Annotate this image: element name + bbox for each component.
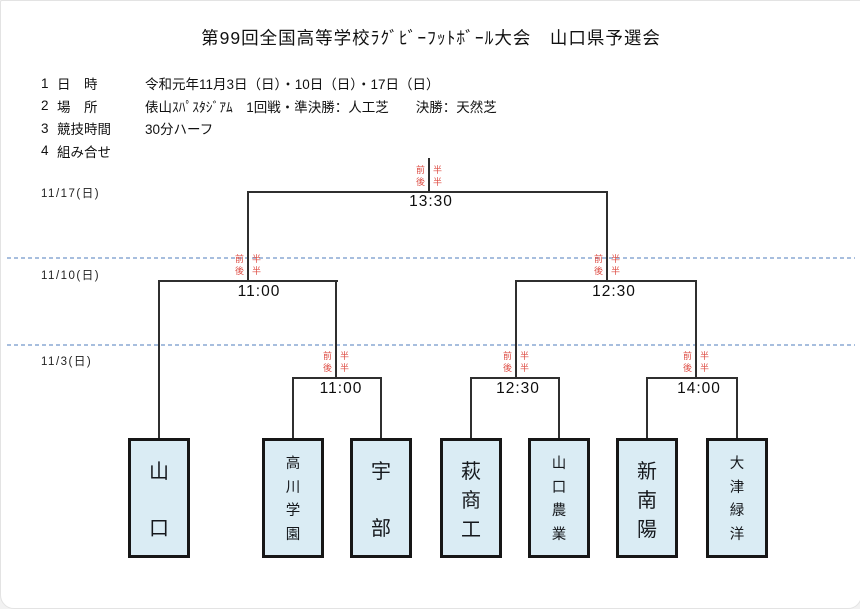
half-half: 半	[252, 254, 262, 264]
bracket-line	[292, 377, 294, 440]
info-block: 1 日 時 令和元年11月3日（日）・10日（日）・17日（日） 2 場 所 俵…	[41, 72, 497, 162]
info-number: 1	[41, 75, 49, 91]
half-back: 後	[502, 363, 512, 373]
half-front: 前	[322, 351, 332, 361]
match-time-match3: 14:00	[677, 380, 721, 397]
team-name: 新南陽	[637, 461, 657, 541]
info-text: 俵山ｽﾊﾟｽﾀｼﾞｱﾑ 1回戦・準決勝：人工芝 決勝：天然芝	[145, 99, 497, 115]
bracket-line	[736, 377, 738, 440]
info-label: 競技時間	[57, 122, 111, 138]
team-box: 大津緑洋	[706, 438, 768, 558]
round-divider-line	[7, 257, 855, 259]
half-half: 半	[520, 351, 530, 361]
half-half: 半	[340, 351, 350, 361]
bracket-line	[695, 280, 697, 379]
info-text: 30分ハーフ	[145, 122, 214, 138]
half-indicator-match3: 前半後半	[683, 351, 709, 374]
half-indicator-match2: 前半後半	[503, 351, 529, 374]
bracket-line	[646, 377, 648, 440]
half-back: 後	[682, 363, 692, 373]
info-label: 場 所	[57, 99, 98, 115]
round-divider-line	[7, 344, 855, 346]
round-date-semifinal: 11/10(日)	[41, 270, 101, 282]
bracket-line	[515, 280, 517, 379]
team-name: 宇部	[371, 461, 391, 540]
bracket-line	[606, 191, 608, 282]
half-back: 後	[415, 177, 425, 187]
info-number: 4	[41, 143, 49, 159]
info-line-date: 1 日 時 令和元年11月3日（日）・10日（日）・17日（日）	[41, 72, 497, 95]
half-half: 半	[340, 363, 350, 373]
bracket-line	[380, 377, 382, 440]
bracket-line-final-top	[428, 158, 430, 192]
half-indicator-semi-left: 前半後半	[235, 254, 261, 277]
info-number: 2	[41, 98, 49, 114]
half-front: 前	[502, 351, 512, 361]
half-back: 後	[234, 266, 244, 276]
info-label: 日 時	[57, 77, 98, 93]
team-name: 萩商工	[461, 461, 481, 541]
half-half: 半	[611, 266, 621, 276]
tournament-title: 第99回全国高等学校ﾗｸﾞﾋﾞｰﾌｯﾄﾎﾞｰﾙ大会 山口県予選会	[201, 28, 661, 48]
match-time-match2: 12:30	[496, 380, 540, 397]
team-box: 高川学園	[262, 438, 324, 558]
half-back: 後	[322, 363, 332, 373]
team-box: 新南陽	[616, 438, 678, 558]
half-half: 半	[433, 165, 443, 175]
team-name: 山口	[149, 461, 169, 540]
bracket-line-match2	[470, 377, 560, 379]
half-indicator-match1: 前半後半	[323, 351, 349, 374]
match-time-match1: 11:00	[319, 380, 363, 397]
match-time-semi-left: 11:00	[237, 283, 281, 300]
half-indicator-final: 前半後半	[416, 165, 442, 188]
half-half: 半	[611, 254, 621, 264]
team-box: 山口農業	[528, 438, 590, 558]
team-name: 山口農業	[551, 456, 567, 543]
bracket-line-semifinal-left	[158, 280, 338, 282]
bracket-line	[470, 377, 472, 440]
team-name: 大津緑洋	[729, 456, 745, 543]
match-time-final: 13:30	[409, 193, 453, 210]
bracket-line	[247, 191, 249, 282]
info-line-duration: 3 競技時間 30分ハーフ	[41, 117, 497, 140]
half-half: 半	[520, 363, 530, 373]
bracket-line-semifinal-right	[515, 280, 697, 282]
half-front: 前	[415, 165, 425, 175]
team-box: 宇部	[350, 438, 412, 558]
info-line-bracket: 4 組み合せ	[41, 140, 497, 163]
team-name: 高川学園	[285, 456, 301, 543]
bracket-line-match3	[646, 377, 738, 379]
half-half: 半	[433, 177, 443, 187]
half-half: 半	[700, 351, 710, 361]
match-time-semi-right: 12:30	[592, 283, 636, 300]
bracket-line	[335, 280, 337, 379]
half-indicator-semi-right: 前半後半	[594, 254, 620, 277]
info-line-venue: 2 場 所 俵山ｽﾊﾟｽﾀｼﾞｱﾑ 1回戦・準決勝：人工芝 決勝：天然芝	[41, 95, 497, 118]
half-back: 後	[593, 266, 603, 276]
info-number: 3	[41, 120, 49, 136]
info-text: 令和元年11月3日（日）・10日（日）・17日（日）	[145, 77, 440, 93]
bracket-line-bye	[158, 280, 160, 440]
half-front: 前	[593, 254, 603, 264]
bracket-line	[558, 377, 560, 440]
team-box: 山口	[128, 438, 190, 558]
half-half: 半	[252, 266, 262, 276]
half-front: 前	[682, 351, 692, 361]
info-label: 組み合せ	[57, 144, 111, 160]
half-front: 前	[234, 254, 244, 264]
half-half: 半	[700, 363, 710, 373]
round-date-final: 11/17(日)	[41, 188, 101, 200]
team-box: 萩商工	[440, 438, 502, 558]
round-date-first-round: 11/3(日)	[41, 356, 93, 368]
bracket-line-final	[247, 191, 608, 193]
bracket-line-match1	[292, 377, 382, 379]
